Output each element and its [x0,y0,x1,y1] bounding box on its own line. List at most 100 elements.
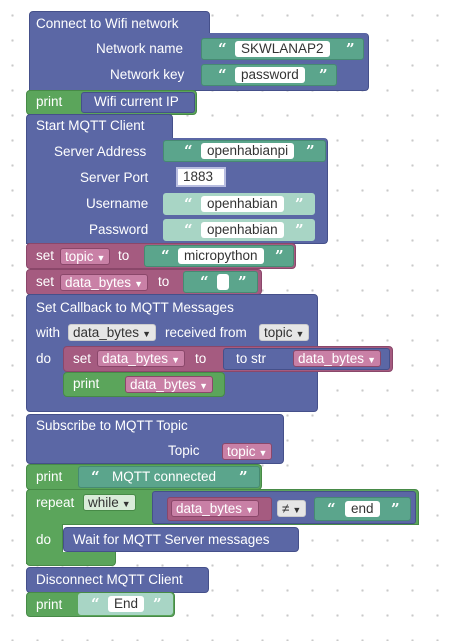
repeat-keyword: repeat [36,495,75,510]
repeat-mode-dropdown[interactable]: while▼ [83,494,136,511]
compare-left-variable-dropdown[interactable]: data_bytes▼ [171,500,259,517]
network-name-string[interactable]: “ SKWLANAP2 ” [201,38,364,60]
topic-variable-dropdown[interactable]: topic▼ [60,248,111,265]
server-port-label: Server Port [80,170,149,185]
string-open-quote-icon: “ [327,500,336,518]
string-open-quote-icon: “ [184,195,193,213]
string-open-quote-icon: “ [184,142,193,160]
string-open-quote-icon: “ [184,221,193,239]
data-bytes-variable-dropdown[interactable]: data_bytes▼ [60,274,148,291]
empty-string-value[interactable] [217,274,229,290]
dropdown-arrow-icon: ▼ [142,329,151,339]
print-keyword: print [36,469,63,484]
inner-set-variable-dropdown[interactable]: data_bytes▼ [97,350,185,367]
dropdown-arrow-icon: ▼ [292,505,302,515]
compare-operator-name: ≠ [282,501,290,516]
string-open-quote-icon: “ [200,273,209,291]
wifi-current-ip-text: Wifi current IP [94,94,179,109]
to-str-variable-name: data_bytes [298,351,365,366]
username-label: Username [86,196,149,211]
network-name-label: Network name [96,41,184,56]
received-from-keyword: received from [165,325,247,340]
string-open-quote-icon: “ [218,40,227,58]
dropdown-arrow-icon: ▼ [96,253,106,263]
wait-messages-text: Wait for MQTT Server messages [73,532,270,547]
micropython-string[interactable]: “ micropython ” [144,245,294,267]
subscribe-title: Subscribe to MQTT Topic [36,418,188,433]
dropdown-arrow-icon: ▼ [367,355,376,365]
network-key-label: Network key [110,67,185,82]
callback-topic-dropdown[interactable]: topic▼ [259,324,310,341]
compare-right-string[interactable]: “ end ” [314,497,411,521]
dropdown-arrow-icon: ▼ [134,279,143,289]
mqtt-connected-value: MQTT connected [112,469,217,484]
server-address-value[interactable]: openhabianpi [201,143,295,159]
disconnect-title: Disconnect MQTT Client [36,572,183,587]
mqtt-connected-string[interactable]: “ MQTT connected ” [78,466,260,488]
wifi-current-ip-block[interactable] [81,92,195,113]
wait-messages-block[interactable] [63,527,299,552]
server-address-label: Server Address [54,144,147,159]
inner-set-keyword: set [73,351,92,366]
set-keyword: set [36,248,55,263]
dropdown-arrow-icon: ▼ [121,499,131,509]
repeat-while-footer [26,552,116,566]
callback-data-bytes-name: data_bytes [73,325,140,340]
string-close-quote-icon: ” [346,40,355,58]
inner-set-variable-name: data_bytes [102,351,169,366]
micropython-value[interactable]: micropython [178,248,264,264]
with-keyword: with [36,325,61,340]
dropdown-arrow-icon: ▼ [171,355,180,365]
subscribe-topic-name: topic [227,444,256,459]
do-keyword: do [36,351,52,366]
string-open-quote-icon: “ [91,595,100,613]
string-close-quote-icon: ” [295,195,304,213]
dropdown-arrow-icon: ▼ [245,505,254,515]
callback-topic-name: topic [264,325,293,340]
server-port-value[interactable]: 1883 [176,167,226,187]
callback-data-bytes-dropdown[interactable]: data_bytes▼ [68,324,156,341]
print-keyword: print [36,94,63,109]
string-open-quote-icon: “ [91,468,100,486]
end-value[interactable]: End [108,596,145,612]
string-open-quote-icon: “ [218,66,227,84]
end-string[interactable]: “ End ” [78,593,173,615]
password-value[interactable]: openhabian [201,222,284,238]
dropdown-arrow-icon: ▼ [199,381,208,391]
wifi-connect-title: Connect to Wifi network [36,16,179,31]
print-keyword: print [36,597,63,612]
subscribe-topic-dropdown[interactable]: topic▼ [222,443,273,460]
string-close-quote-icon: ” [306,142,315,160]
inner-to-keyword: to [195,351,207,366]
string-close-quote-icon: ” [239,468,248,486]
repeat-do-keyword: do [36,532,52,547]
empty-string[interactable]: “ ” [183,271,258,293]
username-string[interactable]: “ openhabian ” [163,193,315,215]
compare-right-value[interactable]: end [345,501,380,517]
string-close-quote-icon: ” [319,66,328,84]
network-key-value[interactable]: password [235,67,305,83]
to-keyword: to [118,248,130,263]
set-keyword: set [36,274,55,289]
inner-print-variable-name: data_bytes [130,377,197,392]
to-str-label: to str [236,351,267,366]
password-label: Password [89,222,149,237]
password-string[interactable]: “ openhabian ” [163,219,315,241]
repeat-mode-name: while [88,495,119,510]
inner-print-variable-dropdown[interactable]: data_bytes▼ [125,376,213,393]
string-close-quote-icon: ” [238,273,247,291]
network-key-string[interactable]: “ password ” [201,64,337,86]
string-close-quote-icon: ” [391,500,400,518]
to-str-variable-dropdown[interactable]: data_bytes▼ [293,350,381,367]
network-name-value[interactable]: SKWLANAP2 [235,41,330,57]
username-value[interactable]: openhabian [201,196,284,212]
topic-variable-name: topic [65,249,94,264]
callback-title: Set Callback to MQTT Messages [36,300,234,315]
server-address-string[interactable]: “ openhabianpi ” [163,140,326,162]
dropdown-arrow-icon: ▼ [295,329,305,339]
string-open-quote-icon: “ [161,247,170,265]
mqtt-client-title: Start MQTT Client [36,118,145,133]
compare-operator-dropdown[interactable]: ≠▼ [277,500,307,517]
string-close-quote-icon: ” [153,595,162,613]
string-close-quote-icon: ” [295,221,304,239]
